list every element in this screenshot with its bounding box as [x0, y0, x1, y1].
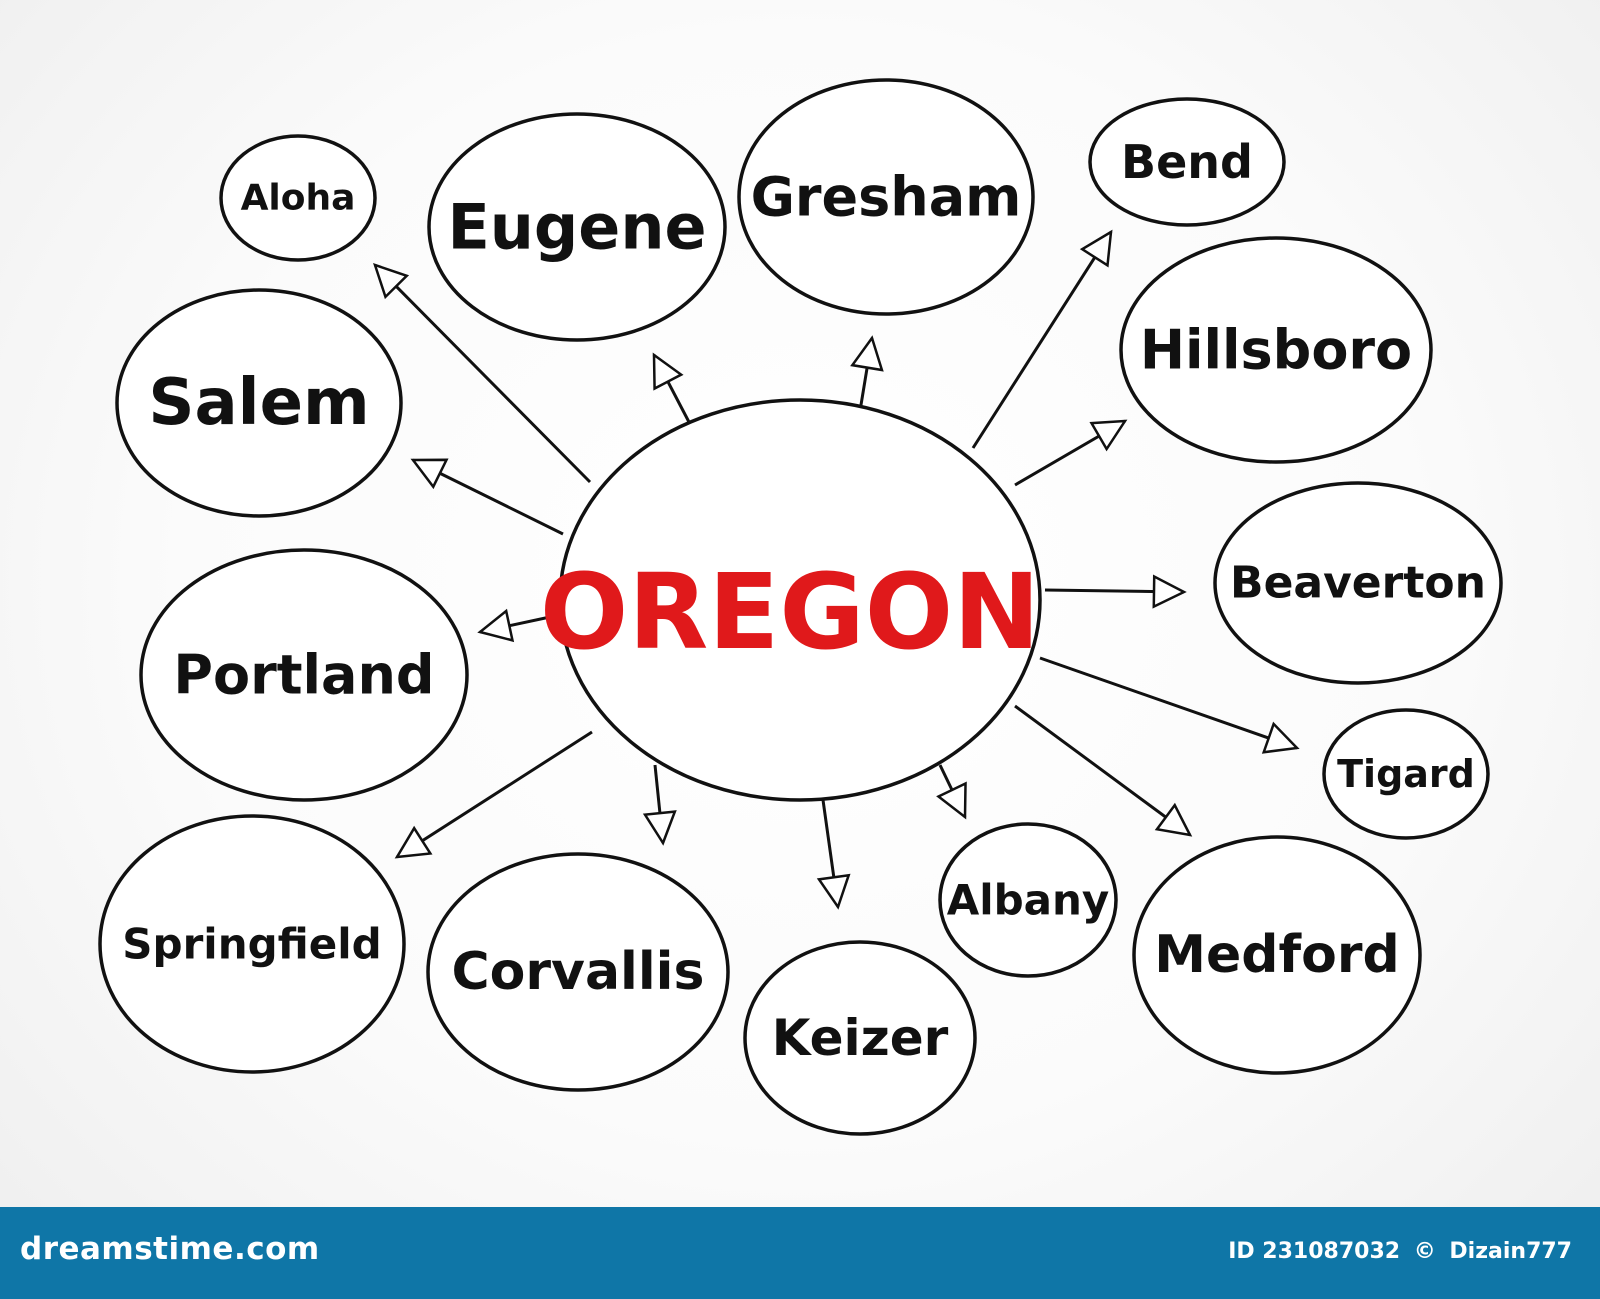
node-ellipse-keizer	[743, 940, 977, 1136]
arrowhead-gresham	[850, 335, 884, 372]
spokes-layer	[373, 229, 1300, 910]
arrowhead-eugene	[652, 352, 684, 391]
node-gresham: Gresham	[737, 78, 1035, 316]
node-ellipse-eugene	[427, 112, 727, 342]
arrowhead-albany	[936, 781, 967, 820]
arrow-aloha	[373, 263, 592, 484]
node-ellipse-hillsboro	[1119, 236, 1433, 464]
node-label-gresham: Gresham	[751, 166, 1022, 229]
node-bend: Bend	[1088, 97, 1286, 227]
node-salem: Salem	[115, 288, 403, 518]
copyright-symbol: ©	[1413, 1239, 1436, 1264]
arrowhead-tigard	[1261, 721, 1300, 754]
node-ellipse-gresham	[737, 78, 1035, 316]
node-label-eugene: Eugene	[447, 191, 706, 264]
node-label-bend: Bend	[1121, 135, 1253, 189]
node-tigard: Tigard	[1322, 708, 1490, 840]
author-name: Dizain777	[1449, 1239, 1572, 1264]
node-ellipse-portland	[139, 548, 469, 802]
arrow-tigard	[1039, 656, 1298, 750]
node-label-salem: Salem	[148, 366, 369, 440]
node-portland: Portland	[139, 548, 469, 802]
node-label-corvallis: Corvallis	[452, 942, 705, 1002]
image-credit: ID 231087032 © Dizain777	[1222, 1239, 1572, 1264]
node-ellipse-medford	[1132, 835, 1422, 1075]
arrowhead-corvallis	[642, 810, 677, 846]
arrowhead-portland	[477, 608, 515, 643]
node-label-keizer: Keizer	[772, 1009, 949, 1067]
node-corvallis: Corvallis	[426, 852, 730, 1092]
arrowhead-keizer	[816, 873, 851, 910]
node-ellipse-tigard	[1322, 708, 1490, 840]
arrowhead-salem	[410, 458, 449, 490]
node-label-beaverton: Beaverton	[1230, 558, 1486, 609]
arrow-springfield	[396, 730, 593, 859]
center-ellipse	[558, 398, 1042, 802]
node-ellipse-aloha	[219, 134, 377, 262]
node-aloha: Aloha	[219, 134, 377, 262]
node-albany: Albany	[938, 822, 1118, 978]
node-eugene: Eugene	[427, 112, 727, 342]
node-ellipse-albany	[938, 822, 1118, 978]
node-springfield: Springfield	[98, 814, 406, 1074]
node-label-springfield: Springfield	[122, 920, 381, 969]
arrowhead-bend	[1079, 229, 1113, 268]
node-label-hillsboro: Hillsboro	[1140, 319, 1412, 382]
node-beaverton: Beaverton	[1213, 481, 1503, 685]
node-ellipse-salem	[115, 288, 403, 518]
node-label-tigard: Tigard	[1337, 752, 1475, 796]
mind-map: Aloha Eugene Gresham BendHillsboroSalemBeav…	[98, 78, 1503, 1136]
node-ellipse-bend	[1088, 97, 1286, 227]
image-id: ID 231087032	[1228, 1239, 1401, 1264]
node-label-albany: Albany	[947, 876, 1110, 925]
arrowhead-medford	[1154, 802, 1193, 837]
arrowhead-hillsboro	[1089, 419, 1128, 452]
center-label: OREGON	[540, 551, 1040, 673]
node-ellipse-beaverton	[1213, 481, 1503, 685]
node-medford: Medford	[1132, 835, 1422, 1075]
arrow-medford	[1014, 704, 1191, 837]
brand-name[interactable]: dreamstime.com	[20, 1231, 320, 1267]
node-label-aloha: Aloha	[241, 178, 356, 219]
arrowhead-beaverton	[1152, 574, 1187, 609]
footer-bar: dreamstime.com ID 231087032 © Dizain777	[0, 1207, 1600, 1299]
node-keizer: Keizer	[743, 940, 977, 1136]
arrow-bend	[971, 231, 1113, 449]
arrowhead-aloha	[373, 263, 410, 300]
center-node: OREGON	[540, 398, 1042, 802]
node-label-portland: Portland	[173, 644, 434, 707]
node-ellipse-corvallis	[426, 852, 730, 1092]
node-ellipse-springfield	[98, 814, 406, 1074]
node-label-medford: Medford	[1154, 925, 1399, 985]
node-hillsboro: Hillsboro	[1119, 236, 1433, 464]
nodes-layer: Aloha Eugene Gresham BendHillsboroSalemBeav…	[98, 78, 1503, 1136]
arrowhead-springfield	[394, 825, 433, 859]
